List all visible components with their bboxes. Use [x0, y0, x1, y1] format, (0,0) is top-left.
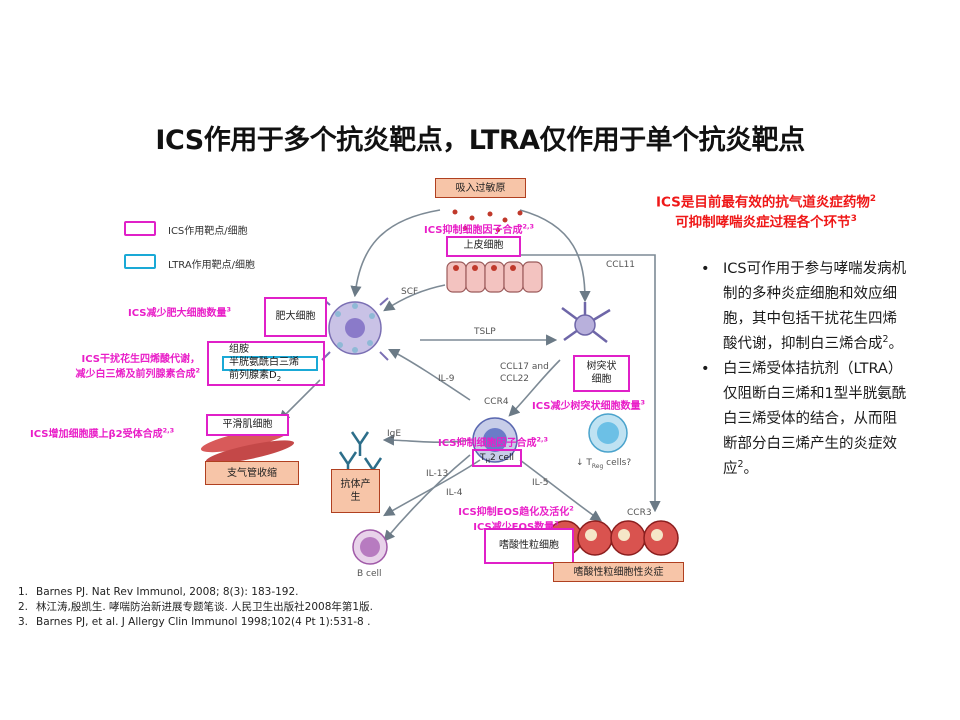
references: 1.Barnes PJ. Nat Rev Immunol, 2008; 8(3)… [18, 585, 578, 631]
mediators-text: 组胺 半胱氨酰白三烯 前列腺素D2 [229, 343, 311, 386]
treg-cell-graphic [588, 413, 628, 453]
ltra-target-box [222, 356, 318, 371]
right-headline: ICS是目前最有效的抗气道炎症药物2 可抑制哮喘炎症过程各个环节3 [655, 194, 876, 231]
eos-inflammation-box: 嗜酸性粒细胞性炎症 [553, 562, 684, 582]
bullet-dot: • [701, 360, 710, 377]
allergen-box: 吸入过敏原 [435, 178, 526, 198]
ics-label-th2-cytokine: ICS抑制细胞因子合成2,3 [438, 435, 548, 449]
dendritic-cell-graphic [561, 302, 611, 343]
ics-label-dendritic: ICS减少树突状细胞数量3 [532, 398, 645, 412]
bullet-ltra: • 白三烯受体拮抗剂（LTRA）仅阻断白三烯和1型半胱氨酰白三烯受体的结合，从而… [699, 357, 911, 482]
bullet-dot: • [701, 261, 710, 277]
cysteinyl-leukotriene-label: 半胱氨酰白三烯 [229, 357, 299, 368]
il13-label: IL-13 [426, 469, 449, 479]
mediators-box [207, 341, 325, 386]
legend-ltra-label: LTRA作用靶点/细胞 [168, 260, 256, 271]
ccr4-label: CCR4 [484, 397, 509, 407]
tslp-label: TSLP [474, 327, 496, 337]
legend-ltra-swatch [124, 254, 156, 269]
smooth-muscle-box: 平滑肌细胞 [206, 414, 289, 436]
ccl11-label: CCL11 [606, 260, 636, 270]
histamine-label: 组胺 [229, 344, 249, 355]
ics-label-aa: ICS干扰花生四烯酸代谢， 减少白三烯及前列腺素合成2 [75, 354, 200, 380]
ics-label-beta2: ICS增加细胞膜上β2受体合成2,3 [30, 426, 175, 440]
b-cell-label: B cell [357, 569, 382, 579]
legend-ics-swatch [124, 221, 156, 236]
right-bullets: • ICS可作用于参与哮喘发病机制的多种炎症细胞和效应细胞，其中包括干扰花生四烯… [699, 257, 911, 481]
ccr3-label: CCR3 [627, 508, 652, 518]
reference-item: 1.Barnes PJ. Nat Rev Immunol, 2008; 8(3)… [18, 586, 299, 598]
il9-label: IL-9 [438, 374, 455, 384]
scf-label: SCF [401, 287, 419, 297]
dendritic-cell-box: 树突状细胞 [573, 355, 630, 392]
ccl17-22-label: CCL17 and CCL22 [500, 362, 549, 384]
allergen-particles [452, 209, 523, 233]
th2-cell-graphic [472, 417, 518, 463]
ics-label-mast: ICS减少肥大细胞数量3 [128, 305, 231, 319]
treg-label: ↓ TReg cells? [576, 458, 632, 470]
b-cell-graphic [352, 529, 388, 565]
legend-ics-label: ICS作用靶点/细胞 [168, 226, 248, 237]
il5-label: IL-5 [532, 478, 549, 488]
epithelium-box: 上皮细胞 [446, 236, 521, 257]
pgd2-label: 前列腺素D2 [229, 370, 282, 383]
th2-cell-box: TH2 cell [472, 449, 522, 467]
antibody-production-box: 抗体产生 [331, 469, 380, 513]
reference-item: 3.Barnes PJ, et al. J Allergy Clin Immun… [18, 616, 371, 629]
ics-label-epi-cytokine: ICS抑制细胞因子合成2,3 [424, 222, 534, 236]
pathway-arrows [278, 209, 661, 542]
mast-cell-graphic [321, 297, 389, 361]
ige-label: IgE [387, 429, 402, 439]
ics-label-eos: ICS抑制EOS趋化及活化2 ICS减少EOS数量3 [458, 504, 574, 533]
bronchoconstriction-box: 支气管收缩 [205, 461, 299, 485]
mast-cell-box: 肥大细胞 [264, 297, 327, 337]
epithelial-cells [446, 261, 543, 293]
bullet-ics: • ICS可作用于参与哮喘发病机制的多种炎症细胞和效应细胞，其中包括干扰花生四烯… [699, 257, 911, 357]
reference-item: 2.林江涛,殷凯生. 哮喘防治新进展专题笔谈. 人民卫生出版社2008年第1版. [18, 601, 373, 614]
il4-label: IL-4 [446, 488, 463, 498]
eosinophil-box: 嗜酸性粒细胞 [484, 528, 574, 564]
page-title: ICS作用于多个抗炎靶点，LTRA仅作用于单个抗炎靶点 [155, 125, 805, 156]
